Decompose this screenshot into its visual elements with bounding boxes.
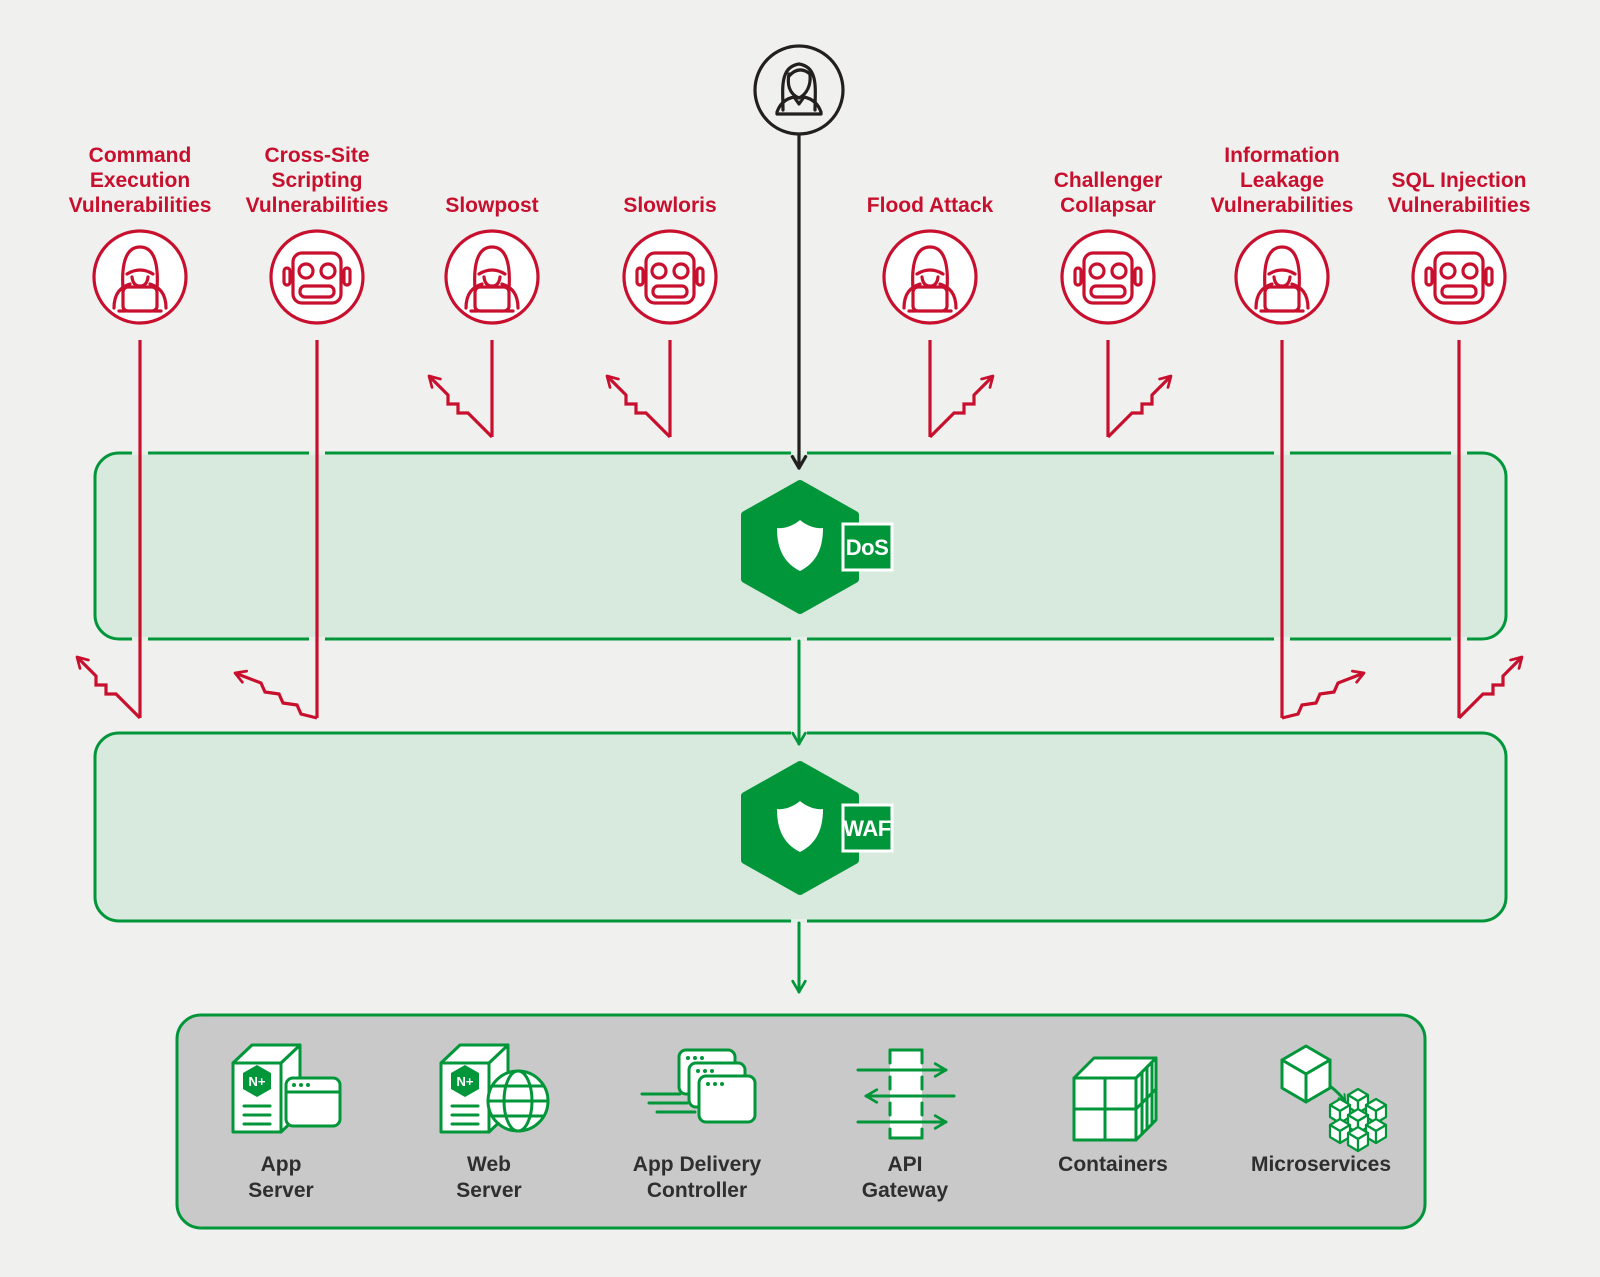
hacker-icon — [1232, 227, 1332, 327]
robot-icon — [1409, 227, 1509, 327]
dos-tag-label: DoS — [846, 535, 889, 560]
infra-label-app-server: App Server — [248, 1153, 314, 1202]
hacker-icon — [442, 227, 542, 327]
infra-label-microservices: Microservices — [1250, 1153, 1392, 1176]
microservices-icon — [1280, 1044, 1388, 1153]
nginx-plus-badge: N+ — [457, 1074, 474, 1089]
attack-label-cross-site-scripting: Cross-Site Scripting Vulnerabilities — [245, 144, 389, 217]
api-gateway-icon — [856, 1048, 956, 1140]
attack-lines — [138, 340, 1461, 718]
waf-tag-label: WAF — [843, 816, 890, 841]
infra-label-web-server: Web Server — [456, 1153, 522, 1202]
shield-icon — [777, 801, 823, 852]
robot-icon — [267, 227, 367, 327]
nginx-plus-badge: N+ — [249, 1074, 266, 1089]
attack-label-challenger-collapsar: Challenger Collapsar — [1053, 169, 1163, 217]
attack-label-information-leakage: Information Leakage Vulnerabilities — [1210, 144, 1354, 217]
infra-label-api-gateway: API Gateway — [861, 1153, 949, 1202]
deflected-attack-arrows — [75, 374, 1524, 720]
waf-tag-box — [841, 803, 894, 853]
app-server-icon: N+ — [231, 1043, 342, 1134]
app-delivery-controller-icon — [640, 1048, 757, 1124]
attack-label-slowloris: Slowloris — [623, 194, 717, 217]
infra-label-containers: Containers — [1058, 1153, 1168, 1176]
waf-shield: WAF — [741, 761, 894, 895]
robot-icon — [620, 227, 720, 327]
dos-tag-box — [841, 522, 894, 572]
robot-icon — [1058, 227, 1158, 327]
attack-label-flood-attack: Flood Attack — [866, 194, 994, 217]
attack-label-slowpost: Slowpost — [445, 194, 539, 217]
dos-shield: DoS — [741, 480, 894, 614]
user-person-icon — [753, 44, 845, 136]
containers-icon — [1072, 1056, 1158, 1142]
hacker-icon — [880, 227, 980, 327]
attack-label-command-execution: Command Execution Vulnerabilities — [68, 144, 212, 217]
attack-label-sql-injection: SQL Injection Vulnerabilities — [1387, 169, 1531, 217]
hacker-icon — [90, 227, 190, 327]
infra-label-app-delivery-controller: App Delivery Controller — [632, 1153, 762, 1202]
shield-icon — [777, 520, 823, 571]
web-server-icon: N+ — [439, 1043, 550, 1134]
